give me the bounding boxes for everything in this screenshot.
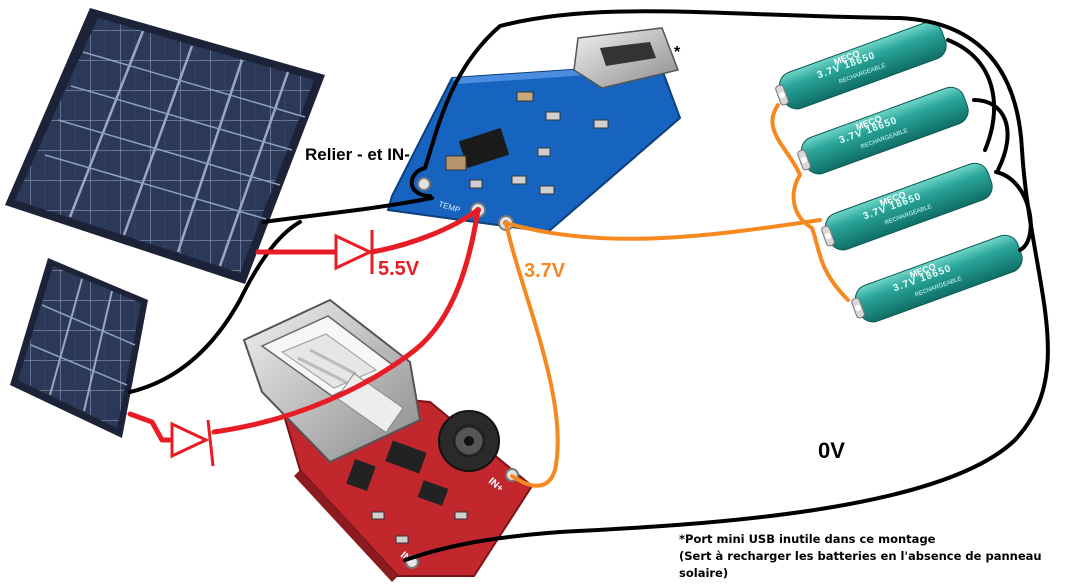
- diode-panel-small: [170, 419, 215, 467]
- battery-cell: [817, 158, 997, 256]
- panel-voltage-label: 5.5V: [378, 258, 420, 280]
- ground-wires: [128, 9, 1050, 562]
- battery-voltage-label: 3.7V: [524, 260, 566, 282]
- footnote-line-1: *Port mini USB inutile dans ce montage: [679, 532, 936, 546]
- battery-positive-wires: [504, 103, 850, 488]
- ground-label: 0V: [818, 438, 845, 463]
- connect-note-label: Relier - et IN-: [305, 145, 410, 164]
- charger-mark-plus: +: [490, 229, 496, 241]
- panel-positive-wires: [127, 207, 481, 443]
- solar-panel-large: [5, 8, 325, 284]
- diode-panel-large: [334, 230, 374, 274]
- battery-cell: [847, 230, 1027, 328]
- mini-usb-port: [573, 27, 680, 89]
- charger-board: TEMP +: [386, 27, 682, 241]
- solar-panel-small: [10, 258, 148, 438]
- battery-pack: [771, 17, 1027, 328]
- footnote: *Port mini USB inutile dans ce montage (…: [679, 531, 1079, 582]
- asterisk-mark: *: [674, 44, 681, 61]
- footnote-line-2: (Sert à recharger les batteries en l'abs…: [679, 549, 1042, 580]
